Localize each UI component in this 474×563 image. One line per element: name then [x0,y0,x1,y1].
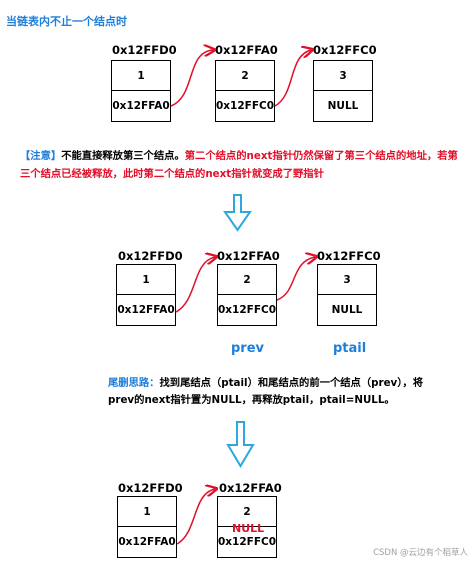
next-arrow-1-2 [175,257,215,313]
list-node-3: 3 NULL [313,60,373,122]
list-node-1: 1 0x12FFA0 [116,264,176,326]
idea-tag: 尾删思路： [108,377,160,389]
node1-address: 0x12FFD0 [118,481,183,495]
watermark: CSDN @云边有个稻草人 [373,548,468,558]
list-node-2: 2 0x12FFC0 [215,60,275,122]
note-black-text: 不能直接释放第三个结点。 [61,150,185,162]
list-node-2: 2 0x12FFC0 [217,264,277,326]
idea-text: 找到尾结点（ptail）和尾结点的前一个结点（prev），将prev的next指… [108,377,424,406]
node-data: 1 [118,497,176,527]
node-data: 3 [318,265,376,295]
node-data: 2 [218,497,276,527]
node-data: 2 [216,61,274,91]
null-overlay: NULL [232,522,265,535]
node-next: NULL [331,304,363,316]
next-arrow-1-2 [176,489,215,545]
next-arrow-1-2 [170,50,213,107]
node3-address: 0x12FFC0 [313,43,377,57]
tail-delete-idea: 尾删思路：找到尾结点（ptail）和尾结点的前一个结点（prev），将prev的… [108,375,438,409]
note-tag: 【注意】 [20,150,62,162]
node2-address: 0x12FFA0 [215,43,278,57]
node-next: 0x12FFA0 [118,536,176,548]
note-red-text: 第二个结点的next指针仍然保留了第三个结点的地址，若第三个结点已经被释放，此时… [20,150,458,180]
node-data: 3 [314,61,372,91]
node-data: 1 [112,61,170,91]
node1-address: 0x12FFD0 [118,249,183,263]
node3-address: 0x12FFC0 [317,249,381,263]
node-next: NULL [327,100,359,112]
node-data: 1 [117,265,175,295]
page-heading: 当链表内不止一个结点时 [6,15,127,28]
node1-address: 0x12FFD0 [112,43,177,57]
next-arrow-2-3 [276,257,315,301]
node-next: 0x12FFC0 [217,304,277,316]
list-node-2: 2 0x12FFC0 [217,496,277,558]
node-next: 0x12FFA0 [112,100,170,112]
node-next: 0x12FFA0 [117,304,175,316]
warning-note: 【注意】不能直接释放第三个结点。第二个结点的next指针仍然保留了第三个结点的地… [20,147,465,183]
prev-label: prev [231,341,265,356]
next-arrow-2-3 [274,50,311,107]
down-arrow-icon [223,194,252,232]
node-next: 0x12FFC0 [217,536,277,548]
node-data: 2 [218,265,276,295]
node-next: 0x12FFC0 [215,100,275,112]
ptail-label: ptail [333,341,367,356]
down-arrow-icon [226,421,255,468]
list-node-3: 3 NULL [317,264,377,326]
list-node-1: 1 0x12FFA0 [111,60,171,122]
node2-address: 0x12FFA0 [217,249,280,263]
list-node-1: 1 0x12FFA0 [117,496,177,558]
node2-address: 0x12FFA0 [219,481,282,495]
